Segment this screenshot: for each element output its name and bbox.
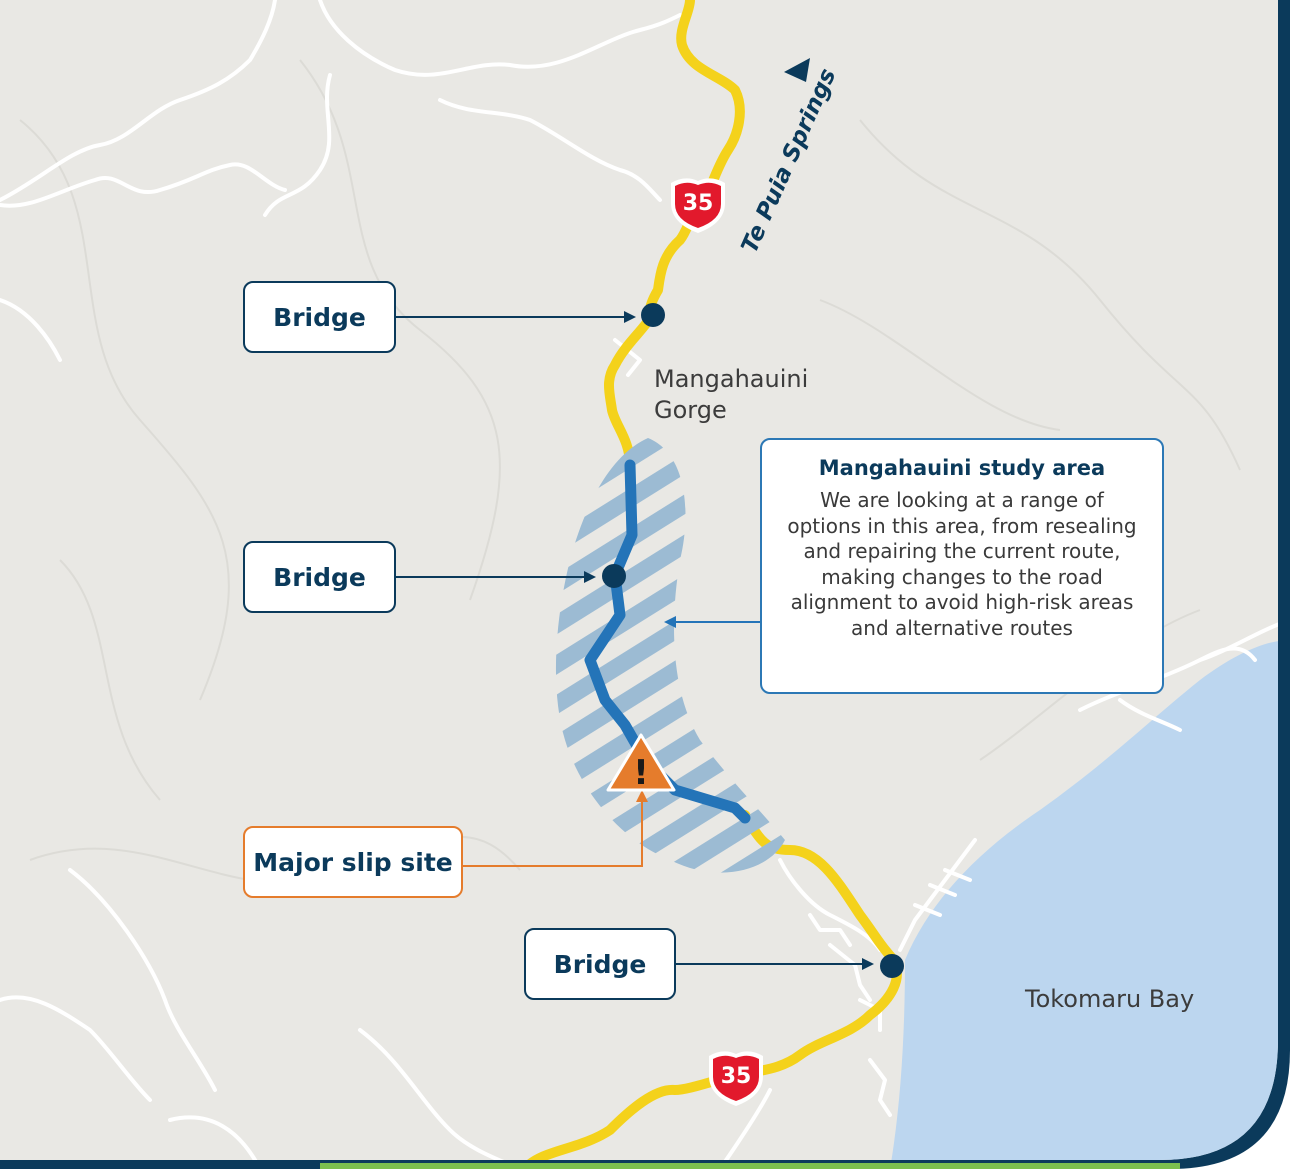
study-area-line: and repairing the current route, <box>803 539 1121 563</box>
study-area-line: making changes to the road <box>821 564 1103 589</box>
bridge-marker-north <box>641 303 665 327</box>
study-pointer-arrowhead <box>664 616 676 628</box>
gorge-label: Mangahauini Gorge <box>654 364 808 426</box>
bridge-marker-south <box>880 954 904 978</box>
study-area-line: options in this area, from resealing <box>787 513 1137 538</box>
bridge-callout-south: Bridge <box>524 928 676 1000</box>
bay-water <box>890 640 1278 1160</box>
bottom-accent-bar <box>320 1163 1180 1169</box>
study-area-line: and alternative routes <box>851 615 1073 640</box>
study-area-line: We are looking at a range of <box>820 488 1104 512</box>
state-highway-35 <box>520 0 902 1160</box>
slip-pointer-arrowhead <box>636 790 648 802</box>
study-area-title: Mangahauini study area <box>818 456 1106 480</box>
study-area-hatch <box>555 438 785 873</box>
bridge-pointers <box>396 316 866 965</box>
bridge-callout-middle: Bridge <box>243 541 396 613</box>
highway-shield-north: 35 <box>671 178 725 233</box>
study-area-description: We are looking at a range of options in … <box>780 488 1144 641</box>
slip-pointer-line <box>462 800 643 867</box>
bridge-callout-north: Bridge <box>243 281 396 353</box>
slip-site-callout: Major slip site <box>243 826 463 898</box>
study-area-line: alignment to avoid high-risk areas <box>790 590 1134 614</box>
direction-arrow-icon <box>784 58 810 82</box>
study-route <box>584 459 751 824</box>
highway-shield-south-number: 35 <box>721 1064 752 1089</box>
study-area-callout: Mangahauini study area We are looking at… <box>760 438 1164 694</box>
slip-warning-symbol: ! <box>633 753 649 793</box>
slip-warning-icon <box>606 733 676 792</box>
gorge-label-line1: Mangahauini <box>654 365 809 393</box>
bridge-pointer-arrowheads <box>584 311 874 970</box>
highway-shield-north-number: 35 <box>683 191 714 216</box>
bay-label: Tokomaru Bay <box>1025 985 1195 1013</box>
gorge-label-line2: Gorge <box>654 396 727 424</box>
highway-shield-south: 35 <box>709 1051 763 1106</box>
bridge-marker-middle <box>602 564 626 588</box>
